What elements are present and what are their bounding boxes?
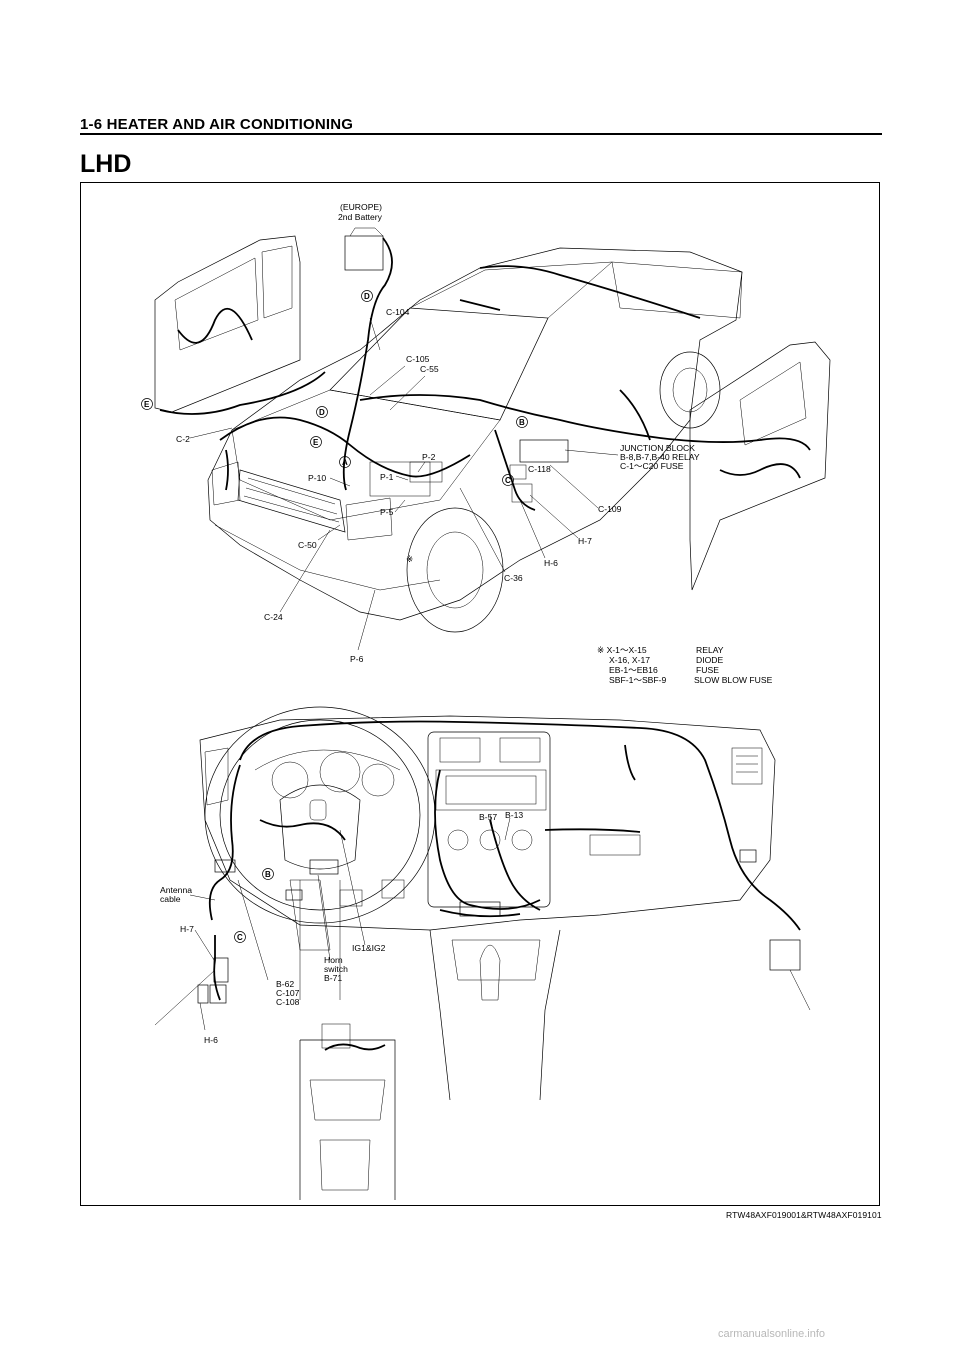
- label-dash-h6: H-6: [204, 1035, 218, 1045]
- header-rule: [80, 133, 882, 135]
- dash-circle-c-marker: C: [237, 933, 243, 942]
- legend-desc-4: SLOW BLOW FUSE: [694, 675, 773, 685]
- vehicle-illustration: [154, 227, 831, 633]
- label-c105: C-105: [406, 354, 430, 364]
- label-c50: C-50: [298, 540, 317, 550]
- label-p2: P-2: [422, 452, 436, 462]
- label-europe: (EUROPE): [340, 202, 382, 212]
- label-c24: C-24: [264, 612, 283, 622]
- legend-desc-1: RELAY: [696, 645, 724, 655]
- label-horn: Horn: [324, 955, 343, 965]
- label-ig1-ig2: IG1&IG2: [352, 943, 386, 953]
- circle-d-marker-2: D: [319, 408, 325, 417]
- vehicle-markers: D E D E A B C: [141, 290, 528, 486]
- label-p5: P-5: [380, 507, 394, 517]
- label-antenna: Antenna: [160, 885, 192, 895]
- watermark: carmanualsonline.info: [718, 1328, 826, 1340]
- circle-e-marker: E: [144, 400, 150, 409]
- label-c109: C-109: [598, 504, 622, 514]
- label-b13: B-13: [505, 810, 523, 820]
- dashboard-leaders: [154, 814, 811, 1031]
- label-p10: P-10: [308, 473, 326, 483]
- dashboard-markers: B C: [234, 868, 274, 943]
- circle-d-marker: D: [364, 292, 370, 301]
- section-title: 1-6 HEATER AND AIR CONDITIONING: [80, 116, 354, 133]
- label-b62: B-62: [276, 979, 294, 989]
- label-c118: C-118: [528, 464, 551, 474]
- legend-desc-3: FUSE: [696, 665, 719, 675]
- label-b57: B-57: [479, 812, 497, 822]
- label-c36: C-36: [504, 573, 523, 583]
- figure-frame: [80, 182, 880, 1206]
- legend: ※ X-1～X-15 RELAY X-16, X-17 DIODE EB-1～E…: [597, 645, 773, 685]
- label-h7: H-7: [578, 536, 592, 546]
- legend-code-3: EB-1～EB16: [609, 665, 658, 675]
- label-antenna-cable: cable: [160, 894, 181, 904]
- label-c107: C-107: [276, 988, 300, 998]
- circle-b-marker: B: [519, 418, 525, 427]
- circle-e-marker-2: E: [313, 438, 319, 447]
- label-junction-block: JUNCTION BLOCK: [620, 443, 695, 453]
- vehicle-leaders: [189, 317, 619, 651]
- label-c55: C-55: [420, 364, 439, 374]
- dashboard-illustration: [197, 706, 801, 1200]
- dashboard-labels: Antenna cable H-7 H-6 B-62 C-107 C-108 H…: [160, 810, 523, 1045]
- label-2nd-battery: 2nd Battery: [338, 212, 383, 222]
- label-c2: C-2: [176, 434, 190, 444]
- subtitle: LHD: [80, 150, 132, 178]
- vehicle-labels: (EUROPE) 2nd Battery C-104 C-105 C-55 C-…: [176, 202, 700, 664]
- legend-desc-2: DIODE: [696, 655, 723, 665]
- label-junction-fuses: C-1～C20 FUSE: [620, 461, 684, 471]
- label-h6: H-6: [544, 558, 558, 568]
- label-c108: C-108: [276, 997, 300, 1007]
- label-c104: C-104: [386, 307, 410, 317]
- label-b71: B-71: [324, 973, 342, 983]
- circle-a-marker: A: [342, 458, 348, 467]
- label-asterisk: ※: [406, 554, 413, 564]
- label-junction-relays: B-8,B-7,B-40 RELAY: [620, 452, 700, 462]
- label-dash-h7: H-7: [180, 924, 194, 934]
- legend-code-1: ※ X-1～X-15: [597, 645, 647, 655]
- dash-circle-b-marker: B: [265, 870, 271, 879]
- legend-code-2: X-16, X-17: [609, 655, 650, 665]
- circle-c-marker: C: [505, 476, 511, 485]
- label-p1: P-1: [380, 472, 394, 482]
- figure-id: RTW48AXF019001&RTW48AXF019101: [726, 1210, 882, 1220]
- label-p6: P-6: [350, 654, 364, 664]
- label-horn-switch: switch: [324, 964, 348, 974]
- legend-code-4: SBF-1～SBF-9: [609, 675, 667, 685]
